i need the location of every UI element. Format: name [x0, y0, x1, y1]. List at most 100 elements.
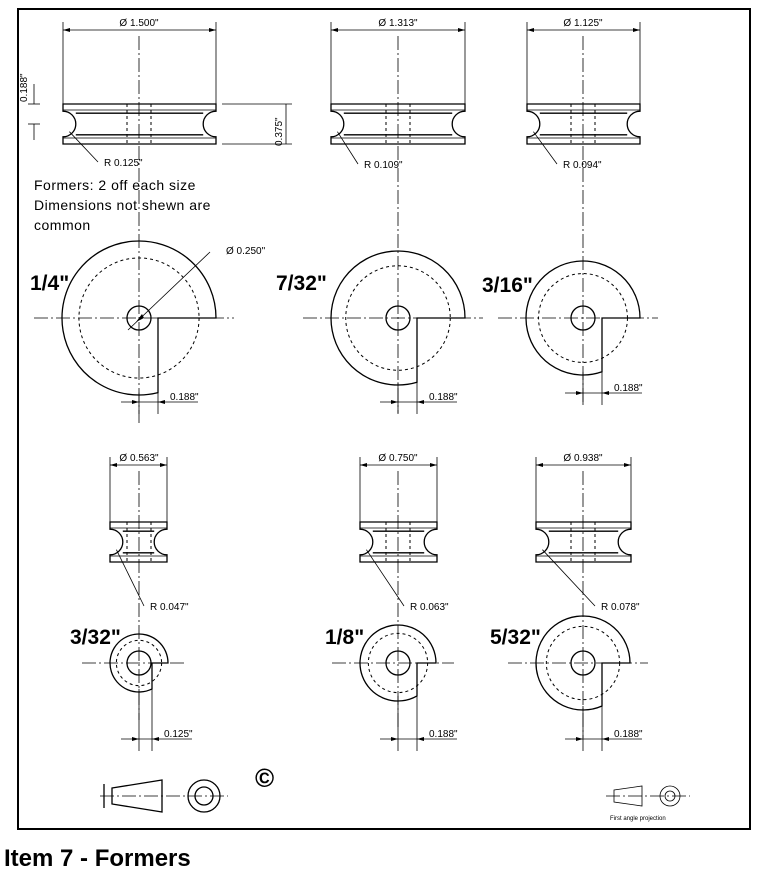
groove-radius-label: R 0.078" — [601, 602, 640, 613]
plan-outline — [535, 615, 631, 711]
diameter-dimension — [359, 457, 438, 522]
diameter-dimension — [535, 457, 632, 522]
gap-arrow-left — [576, 391, 583, 395]
common-width-dimension: 0.188" — [19, 73, 40, 140]
gap-arrow-right — [417, 400, 424, 404]
arrow-right — [160, 463, 167, 467]
arrow-left — [527, 28, 534, 32]
gap-dimension — [380, 318, 457, 414]
diameter-dimension — [109, 457, 168, 522]
former-2 — [303, 22, 483, 414]
former-size-label: 5/32" — [490, 626, 541, 649]
diameter-dimension — [330, 22, 466, 104]
groove-radius-label: R 0.063" — [410, 602, 449, 613]
arrow-left — [536, 463, 543, 467]
bore-label: Ø 0.250" — [226, 246, 266, 257]
gap-arrow-left — [391, 737, 398, 741]
former-4 — [82, 457, 192, 751]
diameter-label: Ø 1.125" — [563, 18, 603, 29]
gap-dimension — [121, 318, 198, 414]
plan-outline — [330, 250, 466, 386]
common-width-label: 0.188" — [19, 73, 30, 102]
former-5 — [332, 457, 457, 751]
arrow-right — [624, 463, 631, 467]
former-1 — [34, 22, 234, 423]
copyright-symbol: © — [255, 763, 274, 793]
radius-leader — [542, 549, 596, 607]
gap-label: 0.188" — [429, 729, 458, 740]
gap-arrow-right — [602, 737, 609, 741]
arrow-right — [209, 28, 216, 32]
arrow-right — [430, 463, 437, 467]
gap-dimension — [565, 663, 642, 751]
former-side-view — [109, 457, 168, 607]
diameter-label: Ø 1.500" — [119, 18, 159, 29]
side-outline — [109, 521, 168, 563]
arrow-right — [458, 28, 465, 32]
gap-arrow-right — [417, 737, 424, 741]
gap-arrow-left — [132, 400, 139, 404]
former-side-view — [535, 457, 632, 607]
groove-radius-label: R 0.109" — [364, 160, 403, 171]
gap-dimension — [380, 663, 457, 751]
side-outline — [330, 103, 466, 145]
gap-label: 0.188" — [614, 729, 643, 740]
common-height-label: 0.375" — [274, 117, 285, 146]
groove-radius-label: R 0.047" — [150, 602, 189, 613]
radius-leader — [116, 549, 145, 607]
projection-symbol-small — [606, 785, 690, 807]
parts-layer: Ø 1.500"R 0.125"0.188"1/4"Ø 1.313"R 0.10… — [30, 18, 658, 751]
side-outline — [359, 521, 438, 563]
arrow-left — [331, 28, 338, 32]
plan-groove-circle — [345, 265, 451, 371]
former-size-label: 1/8" — [325, 626, 364, 649]
plan-outline — [61, 240, 217, 396]
former-plan-view — [332, 624, 457, 751]
gap-dimension — [565, 318, 642, 405]
gap-arrow-right — [158, 400, 165, 404]
arrow-left — [110, 463, 117, 467]
former-side-view — [62, 22, 217, 163]
groove-radius-label: R 0.094" — [563, 160, 602, 171]
gap-arrow-left — [576, 737, 583, 741]
note-line-2: Dimensions not shewn are — [34, 197, 211, 213]
radius-leader — [533, 131, 558, 165]
diameter-label: Ø 0.750" — [378, 453, 418, 464]
former-side-view — [359, 457, 438, 607]
side-outline — [526, 103, 641, 145]
former-plan-view — [82, 633, 192, 751]
former-plan-view — [508, 615, 648, 751]
former-plan-view — [34, 240, 234, 414]
diameter-label: Ø 0.563" — [119, 453, 159, 464]
plan-outline — [109, 633, 169, 693]
note-line-3: common — [34, 217, 91, 233]
side-outline — [535, 521, 632, 563]
gap-dimension — [121, 663, 192, 751]
radius-leader — [69, 131, 99, 163]
radius-leader — [366, 549, 405, 607]
note-line-1: Formers: 2 off each size — [34, 177, 196, 193]
arrow-left — [360, 463, 367, 467]
arrow-right — [633, 28, 640, 32]
drawing-frame — [17, 8, 751, 830]
diameter-dimension — [526, 22, 641, 104]
gap-arrow-right — [602, 391, 609, 395]
gap-arrow-right — [152, 737, 159, 741]
projection-label: First angle projection — [610, 816, 666, 822]
side-outline — [62, 103, 217, 145]
former-3 — [498, 22, 658, 405]
gap-label: 0.188" — [170, 392, 199, 403]
former-6 — [508, 457, 648, 751]
bore-dimension: Ø 0.250" — [127, 246, 266, 331]
former-plan-view — [498, 260, 658, 405]
diameter-label: Ø 1.313" — [378, 18, 418, 29]
page-title: Item 7 - Formers — [4, 845, 191, 872]
gap-label: 0.188" — [614, 383, 643, 394]
plan-outline — [525, 260, 641, 376]
gap-label: 0.125" — [164, 729, 193, 740]
former-size-label: 1/4" — [30, 272, 69, 295]
gap-arrow-left — [391, 400, 398, 404]
diameter-label: Ø 0.938" — [563, 453, 603, 464]
former-plan-view — [303, 250, 483, 414]
